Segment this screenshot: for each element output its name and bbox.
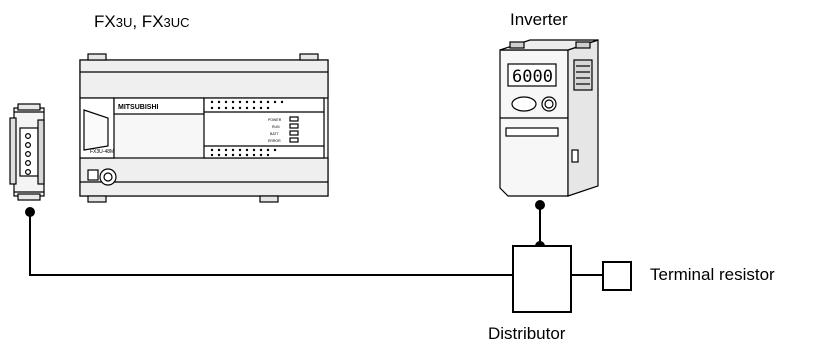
distributor-label: Distributor [488, 324, 566, 343]
plc-model-label: FX3U, FX3UC [94, 12, 190, 32]
plc-model-a-prefix: FX [94, 12, 116, 31]
terminal-resistor-box [602, 261, 632, 291]
plc-separator: , FX [132, 12, 164, 31]
plc-led-label-power: POWER [268, 118, 282, 122]
inverter-display-readout: 6000 [512, 67, 553, 87]
plc-led-label-run: RUN [272, 125, 280, 129]
communication-adapter [9, 103, 45, 201]
plc-model-b-suffix: 3UC [163, 15, 190, 30]
inverter-unit [499, 39, 599, 197]
plc-output-led-row [210, 148, 277, 157]
plc-led-label-error: ERROR [268, 139, 281, 143]
inverter-label: Inverter [510, 10, 568, 29]
distributor-box [512, 245, 572, 313]
terminal-resistor-label: Terminal resistor [650, 265, 775, 284]
wiring [29, 205, 603, 276]
plc-input-led-row [210, 100, 284, 110]
inverter-connector-node [535, 200, 545, 210]
plc-connector-node [25, 207, 35, 217]
plc-led-label-batt: BATT [270, 132, 280, 136]
plc-to-distributor-cable [29, 212, 513, 276]
plc-main-unit [79, 53, 329, 203]
plc-model-a-suffix: 3U [115, 15, 133, 30]
plc-brand-text: MITSUBISHI [118, 104, 159, 111]
plc-model-tag-text: FX3U-48M [90, 149, 114, 155]
